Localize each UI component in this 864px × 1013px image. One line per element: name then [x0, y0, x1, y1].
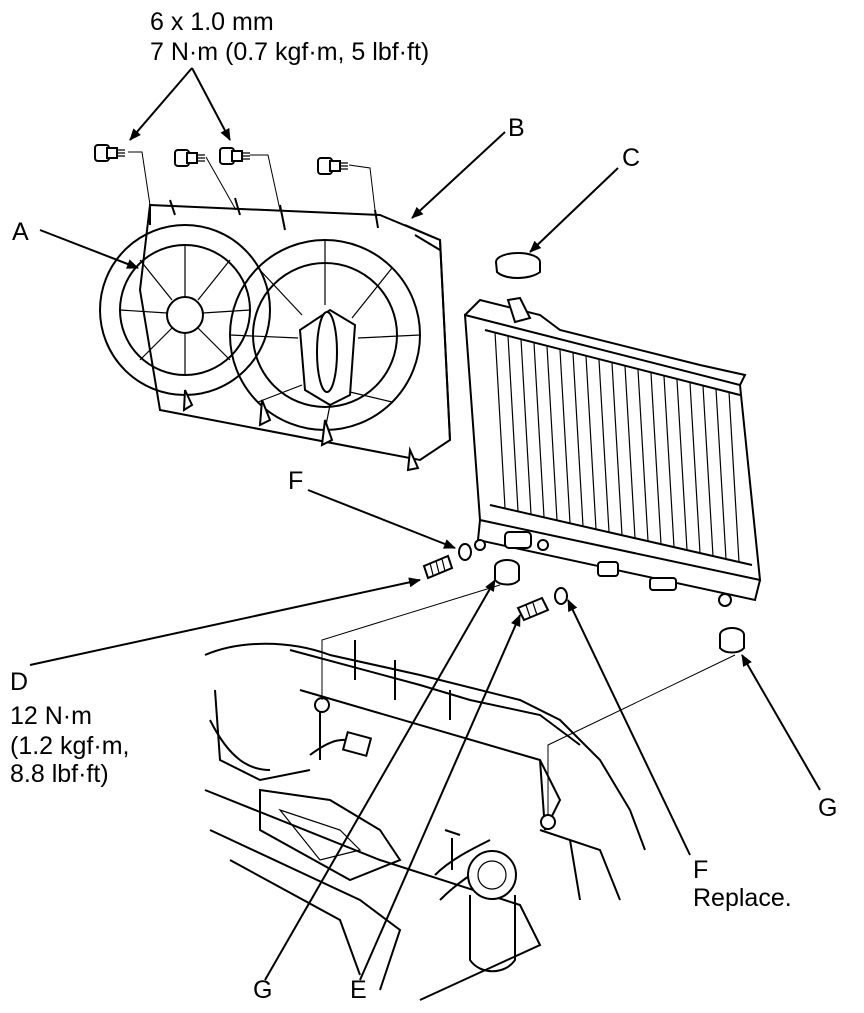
- drain-torque-line-1: 12 N·m: [10, 702, 92, 730]
- callout-c: C: [622, 144, 641, 172]
- callout-f-bottom: F: [693, 856, 709, 884]
- leader-lines: [29, 67, 821, 981]
- bolt-size-label: 6 x 1.0 mm: [150, 8, 274, 36]
- radiator-fins: [494, 331, 740, 563]
- bolt-1: [94, 144, 125, 162]
- mount-cushion-right: [719, 627, 745, 654]
- mount-cushion-left: [494, 559, 520, 586]
- bolt-3: [219, 147, 250, 165]
- callout-d: D: [10, 668, 29, 696]
- radiator: [463, 296, 762, 607]
- callout-f-top: F: [288, 467, 304, 495]
- radiator-cap: [495, 252, 541, 279]
- drain-torque-line-3: 8.8 lbf·ft): [10, 760, 109, 788]
- callout-e: E: [350, 976, 367, 1004]
- callout-g-bottom: G: [253, 976, 273, 1004]
- callout-a: A: [12, 218, 29, 246]
- engine-bay: [204, 640, 646, 1001]
- drain-plug-e: [516, 587, 568, 622]
- callout-b: B: [508, 114, 525, 142]
- bolt-4: [317, 157, 348, 175]
- bolt-torque-label: 7 N·m (0.7 kgf·m, 5 lbf·ft): [150, 38, 430, 66]
- mounting-bolts: [94, 144, 376, 211]
- drain-plug-d: [422, 543, 472, 580]
- callout-g-right: G: [818, 794, 838, 822]
- drain-torque-line-2: (1.2 kgf·m,: [10, 732, 130, 760]
- bolt-2: [174, 149, 205, 167]
- replace-note: Replace.: [693, 884, 792, 912]
- fan-shroud-assembly: [99, 197, 452, 472]
